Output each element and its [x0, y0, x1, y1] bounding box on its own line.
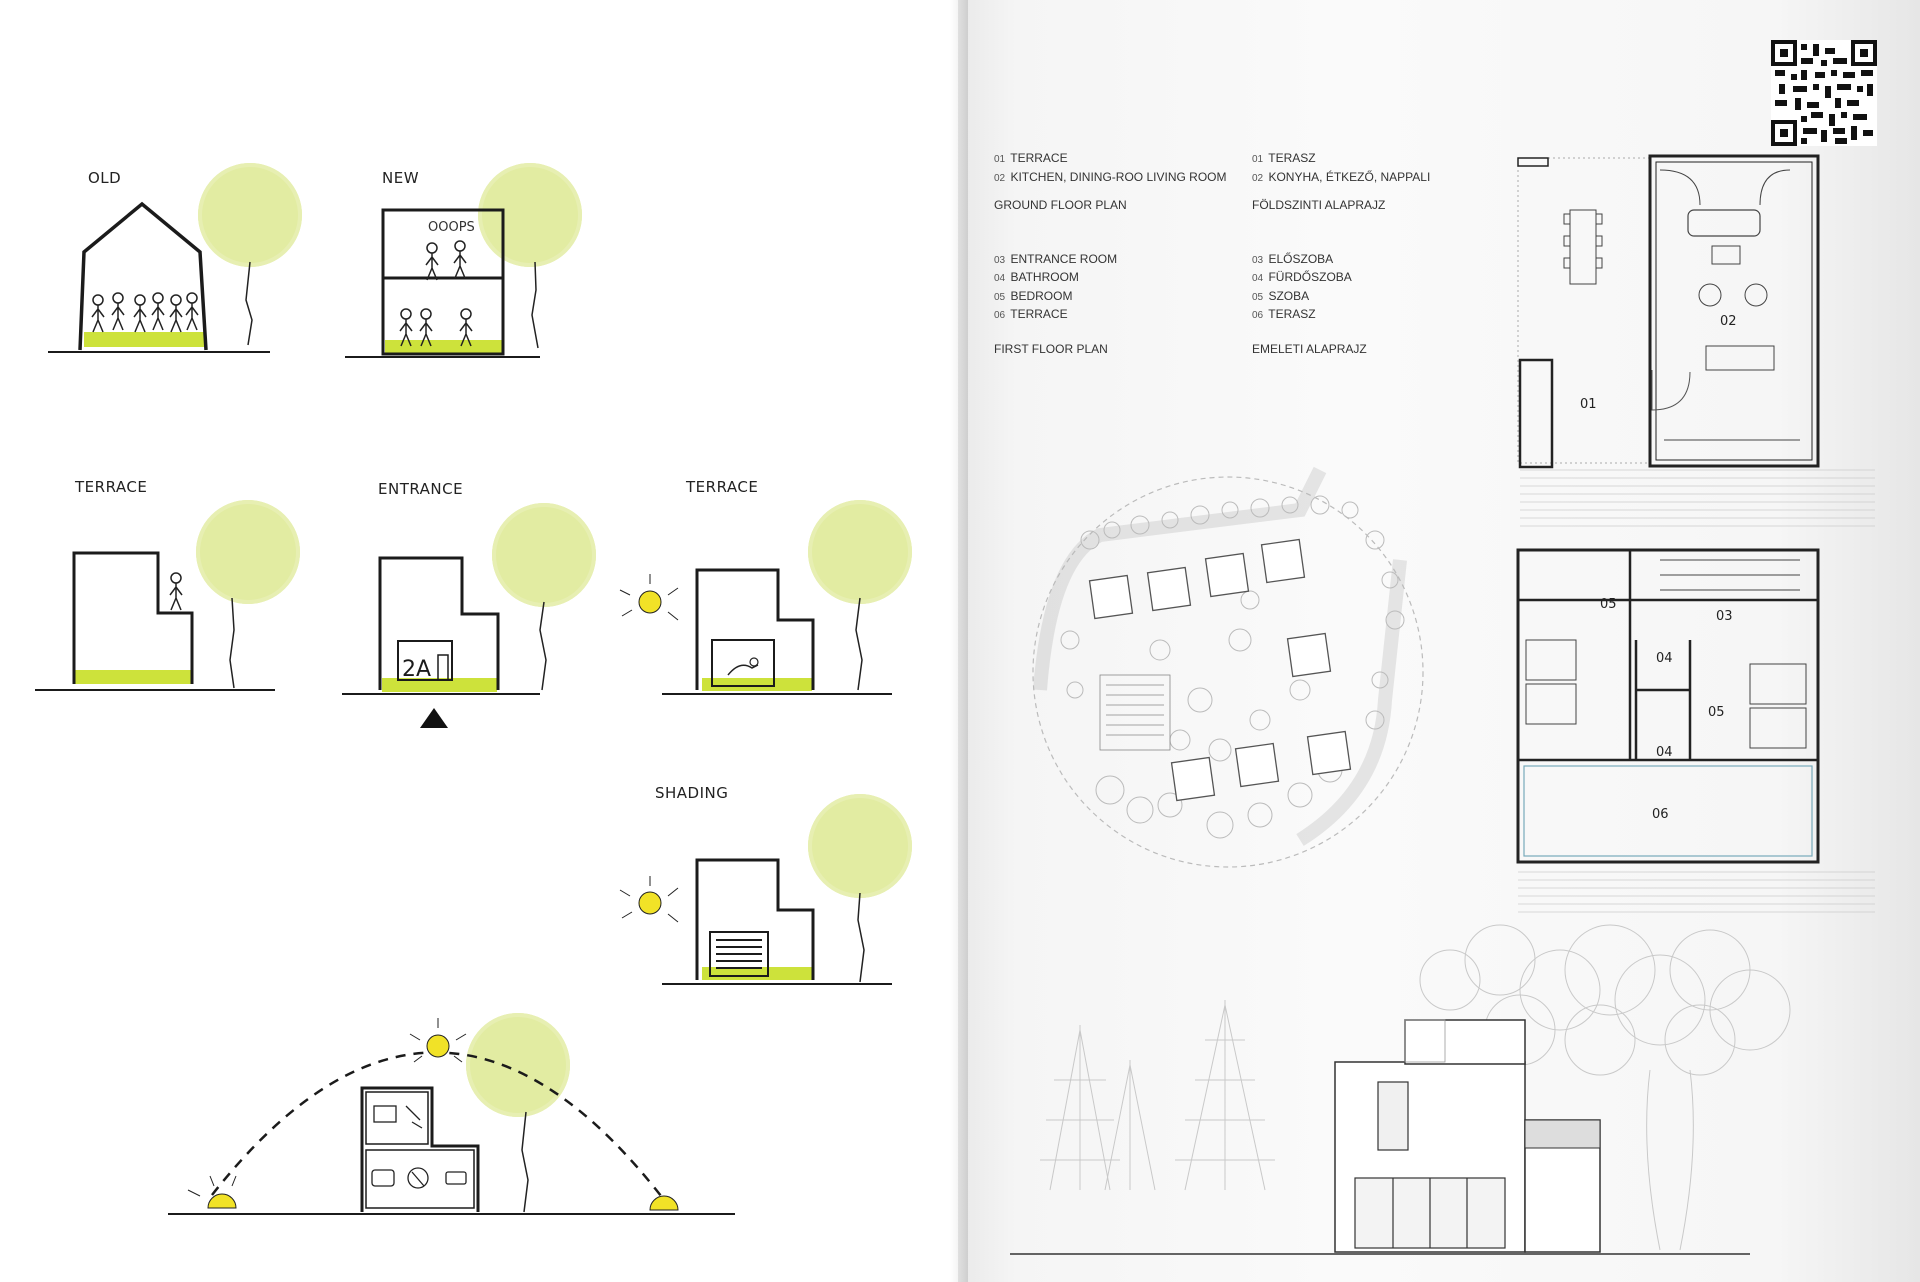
bed-icon [373, 1105, 397, 1123]
plan-label-06: 06 [1652, 807, 1669, 822]
legend-item: 02 KITCHEN, DINING-ROO LIVING ROOM [994, 169, 1227, 184]
elevation-drawing [1010, 924, 1791, 1255]
legend-en: 01 TERRACE 02 KITCHEN, DINING-ROO LIVING… [994, 150, 1244, 357]
plan-label-01: 01 [1580, 397, 1597, 412]
plan-label-04a: 04 [1656, 651, 1673, 666]
plan-label-04b: 04 [1656, 745, 1673, 760]
legend-item: 03 ELŐSZOBA [1252, 251, 1334, 266]
entrance-sketch: ENTRANCE 2A [342, 480, 598, 728]
old-house-sketch: OLD [48, 161, 304, 353]
legend-item: 06 TERRACE [994, 307, 1068, 321]
terrace-right-sketch: TERRACE [619, 478, 914, 695]
sun-path-sketch [168, 1011, 735, 1215]
page-gutter [950, 0, 968, 1282]
legend-item: 06 TERASZ [1252, 307, 1316, 321]
shading-sketch: SHADING [619, 784, 914, 985]
legend-title-first-en: FIRST FLOOR PLAN [994, 341, 1108, 356]
oops-label: OOOPS [428, 220, 475, 235]
new-house-sketch: NEW OOOPS [345, 161, 584, 358]
first-floor-plan: 05 03 04 04 05 06 [1516, 548, 1875, 913]
qr-code [1771, 40, 1877, 146]
legend-item: 01 TERRACE [994, 151, 1068, 165]
terrace-left-label: TERRACE [74, 478, 147, 496]
legend-hu: 01 TERASZ 02 KONYHA, ÉTKEZŐ, NAPPALI FÖL… [1252, 150, 1502, 357]
legend-title-ground-hu: FÖLDSZINTI ALAPRAJZ [1252, 198, 1386, 212]
legend-title-ground-en: GROUND FLOOR PLAN [994, 198, 1127, 212]
plan-label-05b: 05 [1708, 705, 1725, 720]
shading-label: SHADING [655, 784, 728, 802]
sun-icon [619, 876, 679, 923]
sun-icon [619, 574, 679, 621]
house-number: 2A [402, 657, 431, 682]
legend-item: 03 ENTRANCE ROOM [994, 251, 1118, 266]
new-label: NEW [382, 169, 419, 187]
old-label: OLD [88, 169, 121, 187]
sofa-icon [371, 1169, 395, 1187]
sunset-icon [649, 1195, 679, 1211]
terrace-right-label: TERRACE [685, 478, 758, 496]
ground-floor-plan: 01 02 [1517, 154, 1875, 527]
plan-label-05a: 05 [1600, 597, 1617, 612]
legend-item: 05 BEDROOM [994, 288, 1073, 303]
legend-item: 01 TERASZ [1252, 151, 1316, 165]
entrance-arrow-icon [420, 708, 448, 728]
sunrise-icon [187, 1175, 237, 1209]
entrance-label: ENTRANCE [378, 480, 463, 498]
site-plan [1032, 466, 1424, 868]
cooking-pot-icon [445, 1171, 467, 1185]
legend-item: 04 BATHROOM [994, 270, 1079, 284]
legend-item: 04 FÜRDŐSZOBA [1252, 270, 1352, 284]
legend-title-first-hu: EMELETI ALAPRAJZ [1252, 341, 1367, 356]
dining-icon [407, 1167, 429, 1189]
plan-label-03: 03 [1716, 609, 1733, 624]
legend-item: 05 SZOBA [1252, 288, 1310, 303]
sun-icon [409, 1018, 467, 1063]
legend-item: 02 KONYHA, ÉTKEZŐ, NAPPALI [1252, 169, 1431, 184]
terrace-left-sketch: TERRACE [35, 478, 302, 691]
shower-icon [405, 1105, 423, 1129]
plan-label-02: 02 [1720, 314, 1737, 329]
